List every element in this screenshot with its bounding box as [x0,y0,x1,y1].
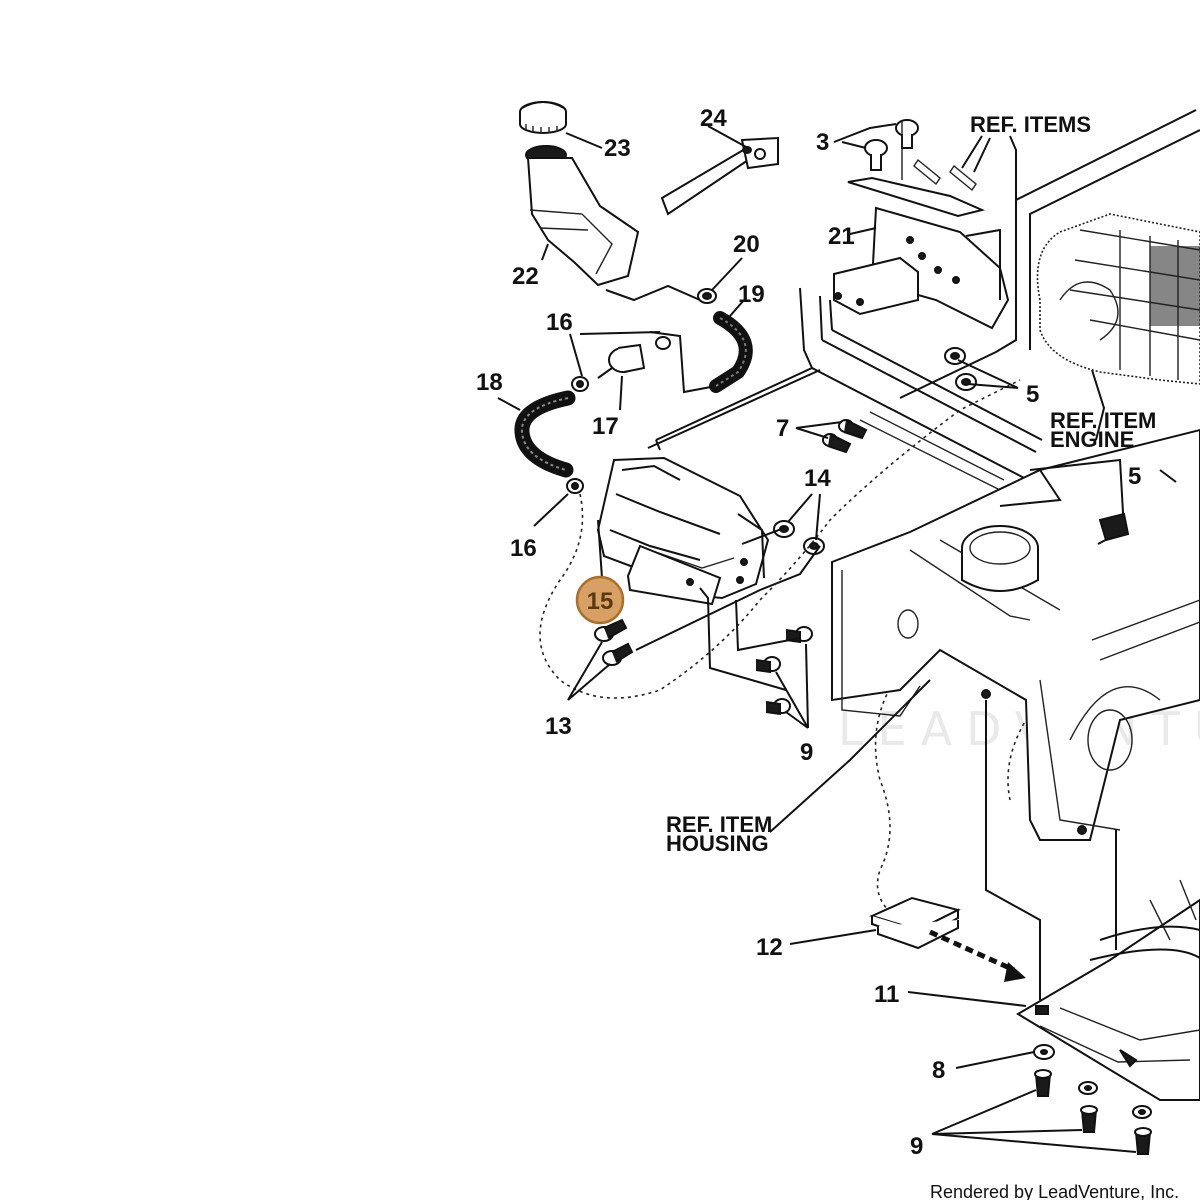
ref-items-label: REF. ITEMS [970,112,1091,137]
callout-9-lower: 9 [910,1133,923,1160]
callout-24: 24 [700,105,727,132]
reference-labels: REF. ITEMS REF. ITEM ENGINE REF. ITEM HO… [666,112,1156,856]
callout-22: 22 [512,263,539,290]
bracket-24[interactable] [660,136,779,216]
leader-lines [497,122,1177,1153]
callout-labels: 23 24 3 21 20 19 22 16 18 17 16 5 5 7 14… [476,105,1141,1160]
mount-lines [985,700,1117,1000]
callout-20: 20 [733,231,760,258]
panel-21[interactable] [833,176,1010,330]
engine-reference [1036,213,1200,385]
fuel-cap[interactable] [519,101,567,134]
bolt-7[interactable] [822,419,868,454]
callout-21: 21 [828,223,855,250]
ref-engine-line2: ENGINE [1050,427,1134,452]
bolt-9-upper[interactable] [755,626,813,716]
skid-pad-12[interactable] [869,896,1026,982]
callout-3: 3 [816,129,829,156]
fuel-tank[interactable] [525,145,640,287]
callout-23: 23 [604,135,631,162]
callout-16-lower: 16 [510,535,537,562]
callout-11: 11 [874,981,899,1008]
shutoff-valve-17[interactable] [597,343,646,379]
base-plate-11[interactable] [1016,879,1200,1101]
credit-text: Rendered by LeadVenture, Inc. [930,1182,1179,1200]
ref-housing-line1: REF. ITEM [666,812,772,837]
callout-9-upper: 9 [800,739,813,766]
callout-15: 15 [587,588,614,615]
callout-7: 7 [776,415,789,442]
housing-reference [831,428,1200,841]
clamp-16[interactable] [566,336,671,494]
callout-16-upper: 16 [546,309,573,336]
bolt-9-lower[interactable] [1034,1069,1152,1155]
ref-engine-line1: REF. ITEM [1050,408,1156,433]
callout-18: 18 [476,369,503,396]
hose-18[interactable] [514,390,576,478]
hose-routing-lines [605,284,717,394]
highlight-part-15[interactable]: 15 [575,575,625,625]
bolt-13[interactable] [594,618,634,666]
hose-19[interactable] [697,288,753,393]
callout-8: 8 [932,1057,945,1084]
ref-items-sketch [913,158,977,192]
tank-bracket-15[interactable] [596,456,770,606]
callout-5-right: 5 [1128,463,1141,490]
callout-17: 17 [592,413,619,440]
callout-14: 14 [804,465,831,492]
nut-14[interactable] [773,520,825,555]
callout-12: 12 [756,934,783,961]
callout-5-upper: 5 [1026,381,1039,408]
assembly-lines-15 [635,527,821,691]
ref-housing-line2: HOUSING [666,831,769,856]
callout-13: 13 [545,713,572,740]
callout-19: 19 [738,281,765,308]
